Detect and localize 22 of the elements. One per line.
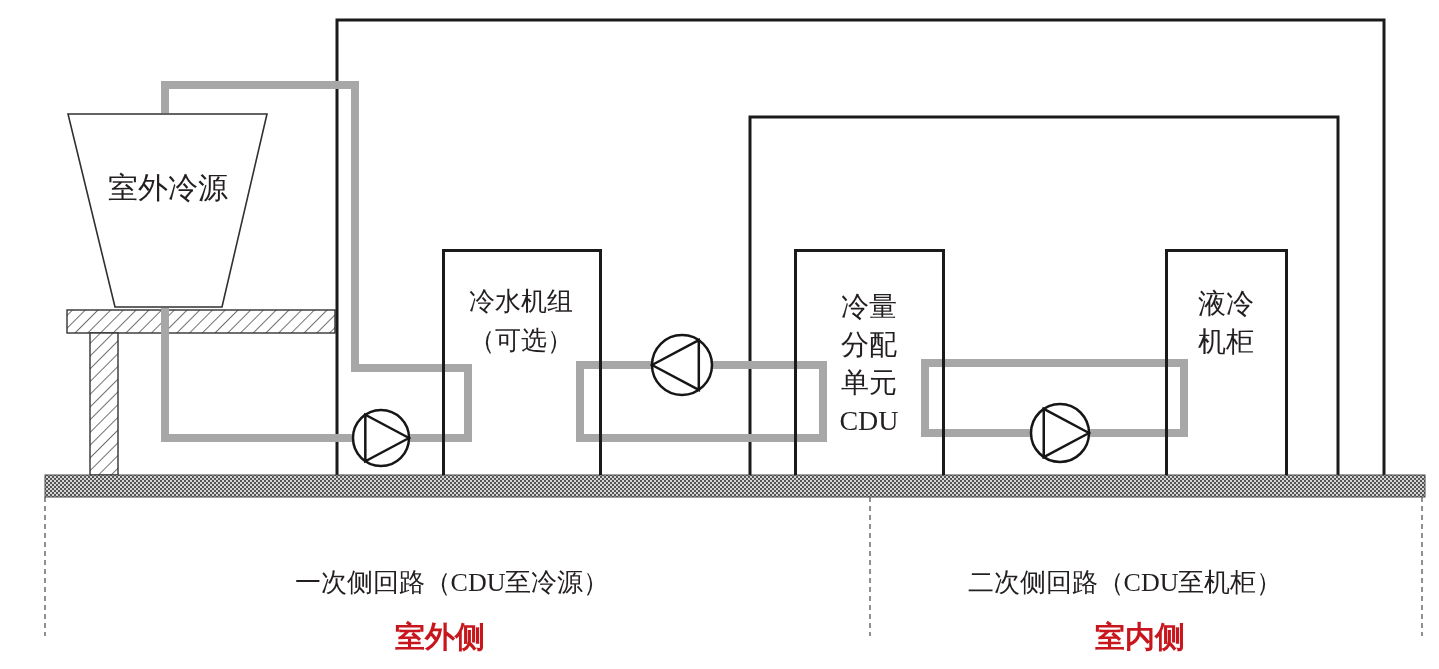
pipe-line — [161, 81, 443, 372]
section-label: 一次侧回路（CDU至冷源） — [294, 567, 610, 599]
node-label: 室外冷源 — [107, 170, 228, 206]
pipe-line — [409, 434, 443, 442]
pipe-line — [712, 361, 795, 369]
section-label: 室外侧 — [395, 619, 485, 655]
section-label: 二次侧回路（CDU至机柜） — [967, 567, 1283, 599]
pump-symbol — [1029, 402, 1091, 464]
equipment-box — [793, 248, 945, 475]
equipment-box — [441, 248, 602, 475]
pipe-line — [1089, 429, 1166, 437]
pump-symbol — [650, 333, 714, 397]
node-label: 冷量分配单元CDU — [838, 289, 900, 438]
pipe-line — [600, 361, 652, 369]
node-label: 液冷机柜 — [1197, 286, 1255, 359]
pipe-line — [943, 359, 1166, 367]
equipment-box — [1164, 248, 1288, 475]
section-label: 室内侧 — [1095, 619, 1185, 655]
node-label: 冷水机组（可选） — [468, 285, 575, 357]
pipe-line — [600, 434, 795, 442]
pump-symbol — [351, 408, 411, 468]
pipe-line — [943, 429, 1031, 437]
